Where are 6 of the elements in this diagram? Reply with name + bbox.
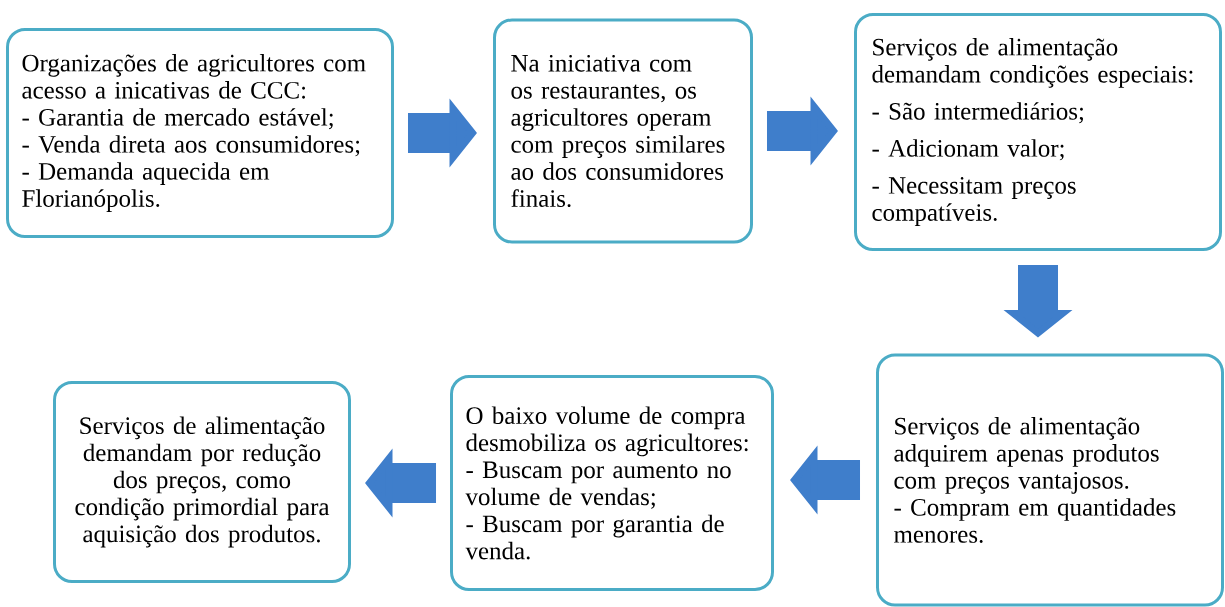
text-box: O baixo volume de compra desmobiliza os agricultores: - Buscam por aumento no volume de vendas; - Buscam por garantia de venda.: [450, 375, 774, 591]
text-box: Na iniciativa com os restaurantes, os agricultores operam com preços similares ao dos consumidores finais.: [493, 18, 753, 244]
text-box: Organizações de agricultores com acesso a inicativas de CCC: - Garantia de mercado estável; - Venda direta aos consumidores; - Demanda aquecida em Florianópolis.: [6, 28, 394, 238]
text-box: Serviços de alimentação adquirem apenas produtos com preços vantajosos. - Compram em quantidades menores.: [876, 353, 1224, 607]
text-box: Serviços de alimentação demandam por redução dos preços, como condição primordial para aquisição dos produtos.: [53, 381, 351, 583]
text-box: Serviços de alimentação demandam condições especiais: - São intermediários; - Adicionam valor; - Necessitam preços compatíveis.: [854, 13, 1222, 251]
